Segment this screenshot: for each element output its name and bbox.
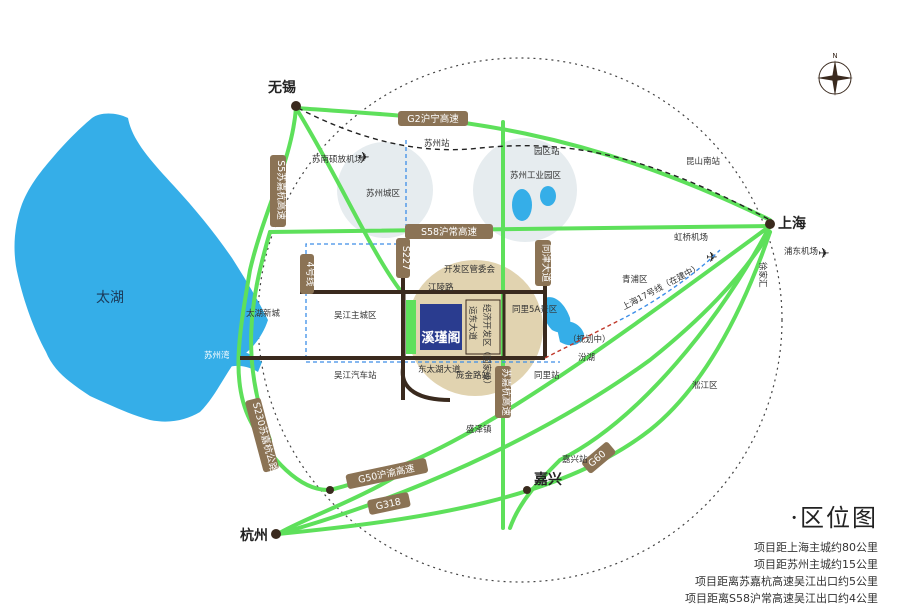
hangzhou-label: 杭州 xyxy=(240,527,268,544)
project-border xyxy=(402,290,506,360)
econ-zone-label: 经济开发区（国家级） xyxy=(481,304,492,389)
fenhu-label: 汾湖 xyxy=(578,352,595,363)
tongli-station-label: 同里站 xyxy=(534,370,560,381)
suzhou-bay-label: 苏州湾 xyxy=(204,350,230,361)
compass-icon: N xyxy=(817,52,853,96)
plane-icon-hongqiao: ✈ xyxy=(706,250,718,266)
legend-title: ·区位图 xyxy=(790,504,878,532)
jiaxing-label: 嘉兴 xyxy=(533,471,562,488)
pangjin-label: 庞金路站 xyxy=(456,370,491,381)
plane-icon-sunan: ✈ xyxy=(358,150,370,166)
legend-note-s58-exit: 项目距离S58沪常高速吴江出口约4公里 xyxy=(685,592,878,605)
lake-inlet xyxy=(226,350,262,372)
songjiang-label: 淞江区 xyxy=(692,381,718,391)
legend: ·区位图 项目距上海主城约80公里 项目距苏州主城约15公里 项目距离苏嘉杭高速… xyxy=(578,498,878,607)
green-strip xyxy=(406,300,416,354)
s5-label: S5苏嘉杭高速 xyxy=(275,160,287,220)
tongjin-label: 同津大道 xyxy=(540,244,552,283)
yuanqu-station-label: 园区站 xyxy=(534,146,560,157)
shanghai-dot xyxy=(765,219,775,229)
hongqiao-label: 虹桥机场 xyxy=(674,232,708,243)
econ-zone-block xyxy=(465,299,501,355)
east-taihu-label: 东太湖大道 xyxy=(418,364,461,375)
wuxi-label: 无锡 xyxy=(267,79,296,96)
wujiang-main-label: 吴江主城区 xyxy=(334,310,377,321)
g2-label: G2沪宁高速 xyxy=(407,113,459,125)
s58-highway xyxy=(268,224,772,234)
project-block xyxy=(420,304,462,350)
taihu-lake xyxy=(14,113,268,422)
project-name: 溪瑾阁 xyxy=(421,330,460,346)
jinji-lake xyxy=(512,189,532,221)
taihu-label: 太湖 xyxy=(96,290,124,306)
sunan-airport-label: 苏南硕放机场 xyxy=(312,154,363,165)
wuxi-south-highway xyxy=(294,106,402,292)
jiaxing-station-label: 嘉兴站 xyxy=(562,454,588,465)
line17-route xyxy=(544,319,621,359)
yundong-label: 运东大道 xyxy=(467,306,478,341)
s58-label: S58沪常高速 xyxy=(421,226,478,238)
g50-node-dot xyxy=(326,486,334,494)
suzhou-city-label: 苏州城区 xyxy=(366,188,401,199)
jiaxing-dot xyxy=(523,486,531,494)
xuhui-label: 徐家汇 xyxy=(757,262,768,288)
dianshan-lake xyxy=(556,321,584,346)
south-loop xyxy=(400,367,451,402)
qingpu-label: 青浦区 xyxy=(622,274,648,285)
s227-label: S227 xyxy=(400,246,411,270)
svg-text:N: N xyxy=(832,52,837,60)
yangcheng-lake xyxy=(540,186,556,206)
g318-label: G318 xyxy=(375,497,402,513)
suzhou-station-label: 苏州站 xyxy=(424,138,450,149)
rail-line xyxy=(297,107,771,221)
taihu-newtown-label: 太湖新城 xyxy=(246,308,281,319)
sip-label: 苏州工业园区 xyxy=(510,170,562,181)
hangzhou-dot xyxy=(271,529,281,539)
wuxi-dot xyxy=(291,101,301,111)
jiangling-label: 江陵路 xyxy=(428,282,454,293)
legend-note-s5-exit: 项目距离苏嘉杭高速吴江出口约5公里 xyxy=(695,575,878,588)
line4-label: 4号线 xyxy=(304,261,316,287)
subhang-label: 苏嘉杭高速 xyxy=(500,368,512,416)
g60-highway xyxy=(276,230,772,536)
kunshan-south-label: 昆山南站 xyxy=(686,156,721,167)
metro-line-4 xyxy=(305,140,560,363)
plane-icon-pudong: ✈ xyxy=(818,246,830,262)
planned-label: （规划中） xyxy=(568,334,611,345)
line17-shanghai xyxy=(619,249,721,321)
shanghai-east-arc xyxy=(508,224,772,530)
pudong-label: 浦东机场 xyxy=(784,246,818,257)
songze-label: 盛泽镇 xyxy=(466,424,492,435)
wujiang-bus-label: 吴江汽车站 xyxy=(334,370,377,381)
legend-note-shanghai: 项目距上海主城约80公里 xyxy=(754,541,878,554)
shanghai-label: 上海 xyxy=(778,215,806,232)
dev-committee-label: 开发区管委会 xyxy=(444,264,496,275)
tongli-label: 同里5A景区 xyxy=(512,305,558,315)
legend-note-suzhou: 项目距苏州主城约15公里 xyxy=(754,558,878,571)
suzhou-city-zone xyxy=(337,142,433,238)
